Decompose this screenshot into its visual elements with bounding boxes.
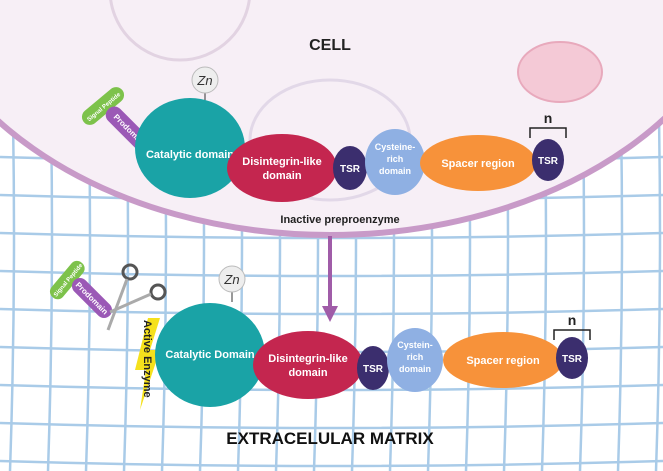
svg-text:TSR: TSR [340, 164, 361, 175]
mesh-fiber [0, 421, 663, 430]
svg-text:Disintegrin-like: Disintegrin-like [268, 353, 347, 365]
mitochondrion [517, 41, 603, 103]
cysteine-rich-domain [365, 129, 425, 195]
scissors-icon [106, 263, 167, 331]
tsr-domain [357, 346, 389, 390]
tsr-repeat [532, 139, 564, 181]
prodomain [71, 277, 113, 319]
svg-text:Catalytic Domain: Catalytic Domain [165, 349, 255, 361]
matrix-label: EXTRACELULAR MATRIX [226, 429, 434, 448]
svg-text:Cystein-: Cystein- [397, 340, 433, 350]
lightning-bolt-icon [135, 318, 160, 410]
disintegrin-domain [253, 331, 363, 399]
svg-text:Spacer region: Spacer region [466, 355, 540, 367]
repeat-bracket [529, 127, 567, 138]
svg-text:n: n [544, 110, 553, 126]
svg-text:Spacer region: Spacer region [441, 158, 515, 170]
svg-text:Catalytic domain: Catalytic domain [146, 149, 234, 161]
spacer-region [443, 332, 563, 388]
tsr-domain [333, 146, 367, 190]
zinc-ion [191, 66, 219, 94]
preproenzyme: Signal Peptide Prodomain Zn Catalytic do… [81, 66, 567, 226]
zinc-ion [218, 265, 246, 293]
mesh-fiber [0, 459, 663, 468]
svg-text:Disintegrin-like: Disintegrin-like [242, 156, 321, 168]
spacer-region [420, 135, 536, 191]
svg-text:domain: domain [399, 364, 431, 374]
svg-text:n: n [568, 312, 577, 328]
svg-text:Zn: Zn [196, 73, 212, 88]
svg-text:Zn: Zn [223, 272, 239, 287]
svg-text:domain: domain [262, 170, 301, 182]
svg-text:Active Enzyme: Active Enzyme [141, 320, 153, 398]
svg-text:Inactive preproenzyme: Inactive preproenzyme [280, 214, 399, 226]
signal-peptide [81, 87, 125, 125]
tsr-repeat [556, 337, 588, 379]
signal-peptide [49, 260, 85, 300]
repeat-bracket [553, 329, 591, 340]
svg-text:Cysteine-: Cysteine- [375, 142, 416, 152]
svg-text:rich: rich [407, 352, 424, 362]
arrow-head [322, 306, 338, 322]
nucleus [109, 0, 251, 62]
catalytic-domain [135, 98, 245, 198]
disintegrin-domain [227, 134, 337, 202]
svg-text:rich: rich [387, 154, 404, 164]
svg-text:TSR: TSR [538, 156, 559, 167]
svg-text:TSR: TSR [363, 364, 384, 375]
cell-label: CELL [309, 37, 351, 54]
catalytic-domain [155, 303, 265, 407]
cysteine-rich-domain [387, 328, 443, 392]
svg-text:domain: domain [288, 367, 327, 379]
svg-text:domain: domain [379, 166, 411, 176]
svg-text:TSR: TSR [562, 354, 583, 365]
